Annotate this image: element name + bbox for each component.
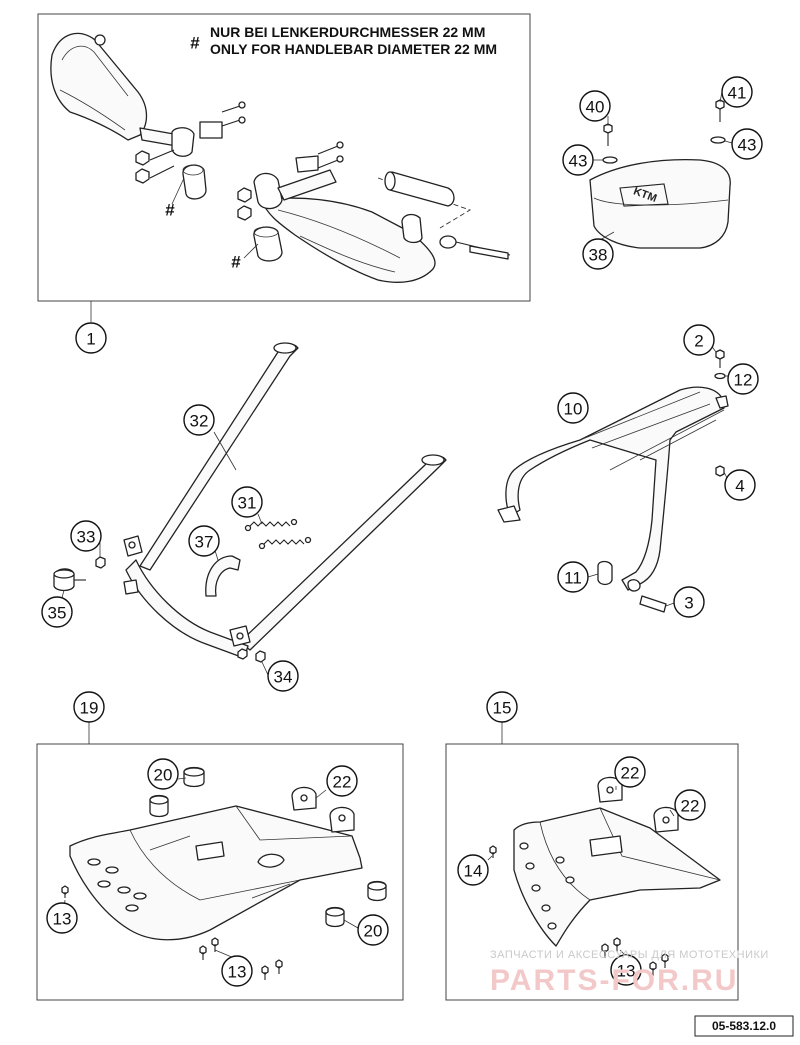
- skid-plate-screws: [61, 885, 283, 980]
- callout-19: 19: [73, 691, 105, 723]
- callout-label: 20: [364, 922, 383, 941]
- handlebar-spacer-right: [243, 226, 283, 262]
- handguard-left-hardware: [135, 101, 246, 184]
- callout-4: 4: [724, 469, 756, 501]
- note-hash-symbol: #: [190, 34, 200, 53]
- callout-label: 13: [617, 962, 636, 981]
- rack-hardware: [597, 349, 726, 613]
- watermark-brand: PARTS-FOR.RU: [490, 964, 738, 997]
- callout-22-top: 22: [326, 765, 358, 797]
- callout-label: 20: [154, 766, 173, 785]
- seat-hardware-right: [710, 99, 726, 144]
- callout-label: 22: [681, 797, 700, 816]
- callout-11: 11: [557, 561, 589, 593]
- callout-35: 35: [41, 596, 73, 628]
- stand-springs: [244, 518, 312, 550]
- hash-mark-right: #: [231, 253, 241, 272]
- callout-label: 1: [86, 330, 95, 349]
- callout-32: 32: [183, 404, 215, 436]
- watermark: ЗАПЧАСТИ И АКСЕССУАРЫ ДЛЯ МОТОТЕХНИКИ PA…: [490, 949, 769, 997]
- handguard-kit-frame: [37, 13, 531, 302]
- handguard-right: [253, 169, 436, 283]
- callout-label: 15: [493, 699, 512, 718]
- callout-33: 33: [70, 520, 102, 552]
- callout-34: 34: [267, 660, 299, 692]
- hash-mark-left: #: [165, 201, 175, 220]
- callout-label: 13: [53, 910, 72, 929]
- callout-label: 13: [228, 963, 247, 982]
- callout-label: 43: [738, 136, 757, 155]
- callout-13-bottom: 13: [221, 955, 253, 987]
- callout-2: 2: [683, 324, 715, 356]
- skid-plate-alt-screws: [489, 845, 669, 976]
- callout-14: 14: [457, 854, 489, 886]
- skid-plate-rubber-blocks: [149, 766, 387, 928]
- callout-label: 19: [80, 699, 99, 718]
- callout-label: 35: [48, 604, 67, 623]
- skid-plate-kit-frame: [36, 743, 404, 1001]
- callout-label: 12: [734, 371, 753, 390]
- skid-plate-alt-frame: [445, 743, 739, 1001]
- callout-20-top: 20: [147, 758, 179, 790]
- callout-label: 40: [586, 98, 605, 117]
- callout-22-alt-right: 22: [674, 789, 706, 821]
- callout-label: 32: [190, 412, 209, 431]
- callout-label: 43: [569, 152, 588, 171]
- note-line-english: ONLY FOR HANDLEBAR DIAMETER 22 MM: [210, 41, 497, 57]
- callout-13-left: 13: [46, 902, 78, 934]
- callout-label: 3: [684, 594, 693, 613]
- callout-40: 40: [579, 90, 611, 122]
- watermark-tagline: ЗАПЧАСТИ И АКСЕССУАРЫ ДЛЯ МОТОТЕХНИКИ: [490, 949, 769, 961]
- luggage-rack: [497, 386, 729, 591]
- note-line-german: NUR BEI LENKERDURCHMESSER 22 MM: [210, 24, 485, 40]
- callout-label: 37: [195, 533, 214, 552]
- seat-pad: KTM: [589, 159, 731, 249]
- skid-plate-main: [69, 805, 363, 941]
- callout-label: 38: [589, 246, 608, 265]
- handlebar-spacer-left: [171, 164, 207, 205]
- reference-code: 05-583.12.0: [712, 1019, 776, 1033]
- handguard-right-hardware: [237, 141, 344, 221]
- callout-label: 33: [77, 528, 96, 547]
- callout-20-right: 20: [357, 914, 389, 946]
- stand-bracket: [205, 555, 241, 597]
- callout-label: 11: [564, 569, 582, 588]
- callout-label: 31: [238, 494, 257, 513]
- callout-12: 12: [727, 363, 759, 395]
- handguard-left: [50, 32, 195, 157]
- reference-code-box: 05-583.12.0: [694, 1015, 794, 1037]
- callout-label: 22: [621, 764, 640, 783]
- callout-10: 10: [557, 392, 589, 424]
- callout-37: 37: [188, 525, 220, 557]
- callout-41: 41: [721, 76, 753, 108]
- handlebar-end-section: [377, 171, 511, 260]
- callout-13-alt: 13: [610, 954, 642, 986]
- callout-43-right: 43: [731, 128, 763, 160]
- callout-label: 22: [333, 773, 352, 792]
- callout-label: 34: [274, 668, 293, 687]
- callout-1: 1: [75, 322, 107, 354]
- callout-label: 14: [464, 862, 483, 881]
- callout-label: 41: [728, 84, 747, 103]
- callout-label: 10: [564, 400, 583, 419]
- callout-15: 15: [486, 691, 518, 723]
- skid-plate-brackets: [291, 786, 355, 833]
- callout-label: 2: [694, 332, 703, 351]
- callout-38: 38: [582, 238, 614, 270]
- callout-22-alt-top: 22: [614, 756, 646, 788]
- stand-bumper-nut: [53, 556, 106, 592]
- skid-plate-alt-brackets: [597, 776, 679, 833]
- callout-31: 31: [231, 486, 263, 518]
- stand-foot-nut: [255, 650, 266, 663]
- callout-label: 4: [735, 477, 744, 496]
- callout-3: 3: [673, 586, 705, 618]
- skid-plate-alt: [513, 807, 721, 947]
- seat-hardware-left: [602, 123, 618, 164]
- handlebar-note: # NUR BEI LENKERDURCHMESSER 22 MM ONLY F…: [190, 24, 497, 57]
- callout-43-left: 43: [562, 144, 594, 176]
- center-stand: [123, 342, 447, 660]
